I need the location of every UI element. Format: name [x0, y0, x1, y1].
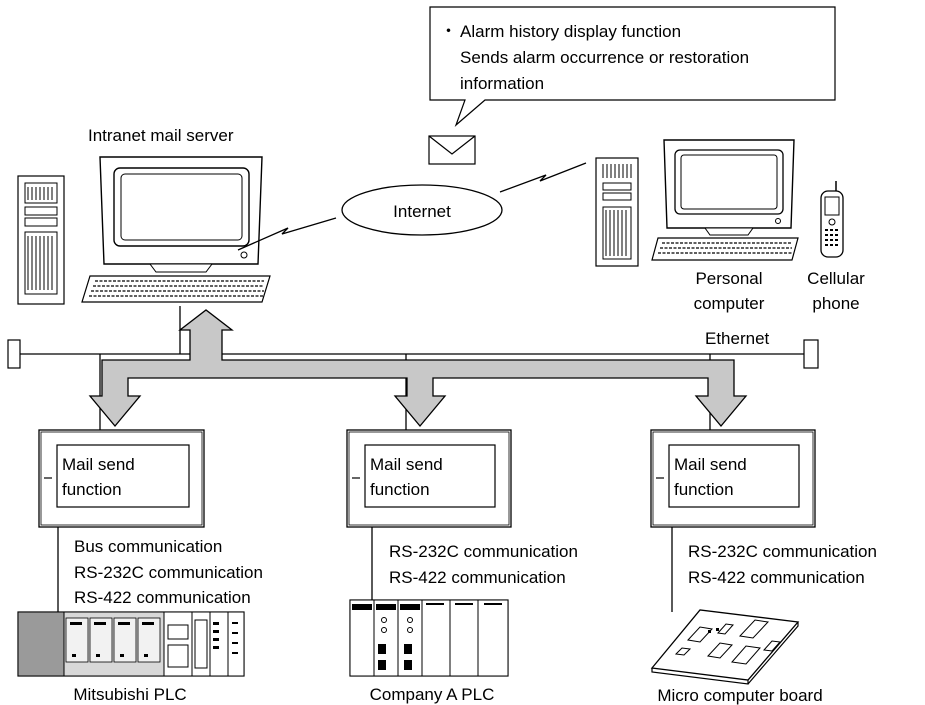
got-3-title-line-2: function — [674, 480, 734, 499]
mail-server-label: Intranet mail server — [88, 126, 234, 145]
server-keyboard-icon — [81, 275, 271, 303]
cellular-phone-icon — [820, 181, 844, 258]
internet-label: Internet — [393, 202, 451, 221]
got-1-comm-2: RS-232C communication — [74, 563, 263, 582]
got-3-title-line-1: Mail send — [674, 455, 747, 474]
mail-envelope-icon — [428, 135, 476, 165]
callout-bullet: ・ — [440, 22, 457, 41]
got-2-comm-1: RS-232C communication — [389, 542, 578, 561]
internet-cloud: Internet — [341, 184, 503, 236]
wireless-link-right — [499, 162, 587, 193]
server-monitor-icon — [99, 156, 263, 273]
callout-line-2: Sends alarm occurrence or restoration — [460, 48, 749, 67]
callout-box: ・ Alarm history display function Sends a… — [429, 6, 836, 127]
micro-computer-board-icon — [650, 609, 800, 685]
pc-label-line-1: Personal — [695, 269, 762, 288]
pc-monitor-icon — [663, 139, 795, 236]
wireless-link-left — [237, 217, 337, 251]
server-tower-icon — [17, 175, 65, 305]
ethernet-label: Ethernet — [705, 329, 770, 348]
callout-line-1: Alarm history display function — [460, 22, 681, 41]
callout-line-3: information — [460, 74, 544, 93]
got-3-comm-2: RS-422 communication — [688, 568, 865, 587]
got-unit-1: Mail send function — [38, 429, 205, 528]
got-unit-3: Mail send function — [650, 429, 816, 528]
micro-computer-board-label: Micro computer board — [657, 686, 822, 705]
data-flow-arrows — [88, 309, 748, 428]
phone-label-line-1: Cellular — [807, 269, 865, 288]
got-2-title-line-1: Mail send — [370, 455, 443, 474]
got-1-comm-1: Bus communication — [74, 537, 222, 556]
pc-keyboard-icon — [651, 237, 799, 261]
got-2-title-line-2: function — [370, 480, 430, 499]
got-1-comm-3: RS-422 communication — [74, 588, 251, 607]
mitsubishi-plc-label: Mitsubishi PLC — [73, 685, 186, 704]
company-a-plc-label: Company A PLC — [370, 685, 495, 704]
phone-label-line-2: phone — [812, 294, 859, 313]
pc-label-line-2: computer — [694, 294, 765, 313]
mitsubishi-plc-icon — [17, 611, 245, 677]
pc-tower-icon — [595, 157, 639, 267]
company-a-plc-icon — [349, 599, 509, 677]
got-3-comm-1: RS-232C communication — [688, 542, 877, 561]
ethernet-line — [7, 306, 819, 430]
got-1-title-line-2: function — [62, 480, 122, 499]
got-2-comm-2: RS-422 communication — [389, 568, 566, 587]
got-1-title-line-1: Mail send — [62, 455, 135, 474]
got-unit-2: Mail send function — [346, 429, 512, 528]
